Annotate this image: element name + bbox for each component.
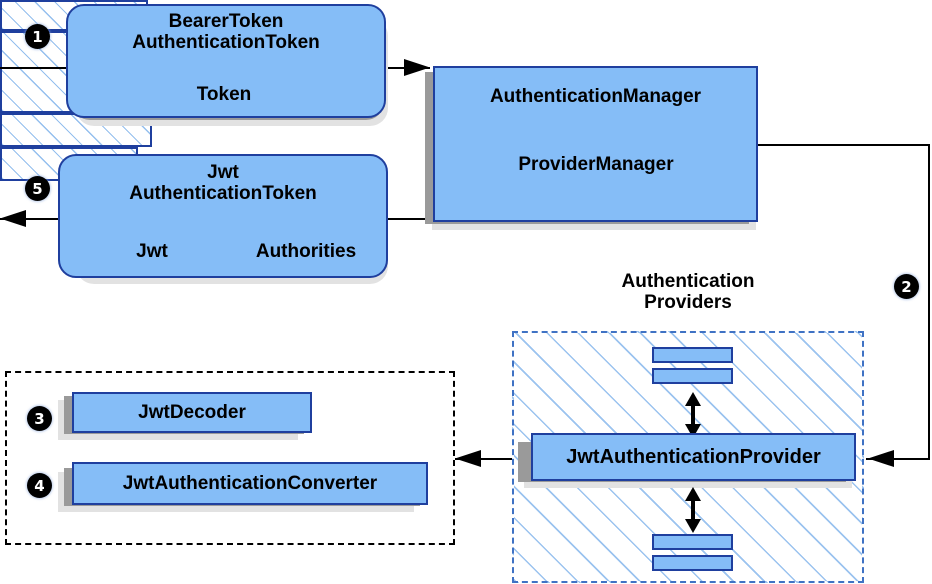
bearer-token-box[interactable] bbox=[66, 4, 386, 118]
badge-step-3: 3 bbox=[27, 406, 52, 431]
connector-manager-right bbox=[757, 144, 930, 146]
authentication-providers-group-title: Authentication Providers bbox=[621, 270, 755, 313]
authentication-manager-label: AuthenticationManager bbox=[489, 86, 702, 108]
jwt-authentication-token-label: Jwt AuthenticationToken bbox=[129, 161, 317, 204]
jwt-authentication-converter-box[interactable] bbox=[72, 462, 428, 505]
connector-provider-to-support bbox=[455, 458, 517, 460]
connector-right-rail bbox=[928, 144, 930, 460]
jwt-authentication-converter-label: JwtAuthenticationConverter bbox=[122, 472, 378, 494]
support-components-group bbox=[5, 371, 455, 545]
authentication-manager-box[interactable] bbox=[433, 66, 758, 222]
stub-provider-top-2[interactable] bbox=[652, 368, 733, 384]
bearer-token-inner-token-label: Token bbox=[196, 83, 252, 105]
jwt-token-inner-jwt-label: Jwt bbox=[136, 241, 168, 263]
connector-request-in bbox=[0, 67, 78, 69]
jwt-decoder-box[interactable] bbox=[72, 392, 312, 433]
jwt-decoder-label: JwtDecoder bbox=[138, 401, 246, 423]
jwt-authentication-provider-label: JwtAuthenticationProvider bbox=[566, 445, 821, 468]
authentication-manager-inner-provider-manager-label: ProviderManager bbox=[518, 154, 674, 176]
stub-provider-bottom-2[interactable] bbox=[652, 555, 733, 571]
stub-provider-bottom-1[interactable] bbox=[652, 534, 733, 550]
connector-rail-to-provider bbox=[866, 458, 930, 460]
stub-provider-top-1[interactable] bbox=[652, 347, 733, 363]
badge-step-4: 4 bbox=[27, 473, 52, 498]
bearer-token-label: BearerToken AuthenticationToken bbox=[132, 10, 320, 53]
double-arrow-top bbox=[685, 392, 701, 438]
jwt-authentication-provider-box[interactable] bbox=[531, 433, 856, 481]
badge-step-5: 5 bbox=[25, 176, 50, 201]
badge-step-1: 1 bbox=[25, 24, 50, 49]
jwt-token-inner-authorities-label: Authorities bbox=[255, 241, 357, 263]
badge-step-2: 2 bbox=[894, 274, 919, 299]
arrowhead-into-support-group bbox=[455, 450, 481, 467]
jwt-authentication-token-box[interactable] bbox=[58, 154, 388, 278]
connector-response-out bbox=[0, 218, 78, 220]
connector-manager-to-jwt-token bbox=[385, 218, 433, 220]
arrowhead-response-out bbox=[0, 210, 26, 227]
arrowhead-bearer-to-manager bbox=[404, 59, 430, 76]
double-arrow-bottom bbox=[685, 487, 701, 533]
arrowhead-into-provider bbox=[868, 450, 894, 467]
